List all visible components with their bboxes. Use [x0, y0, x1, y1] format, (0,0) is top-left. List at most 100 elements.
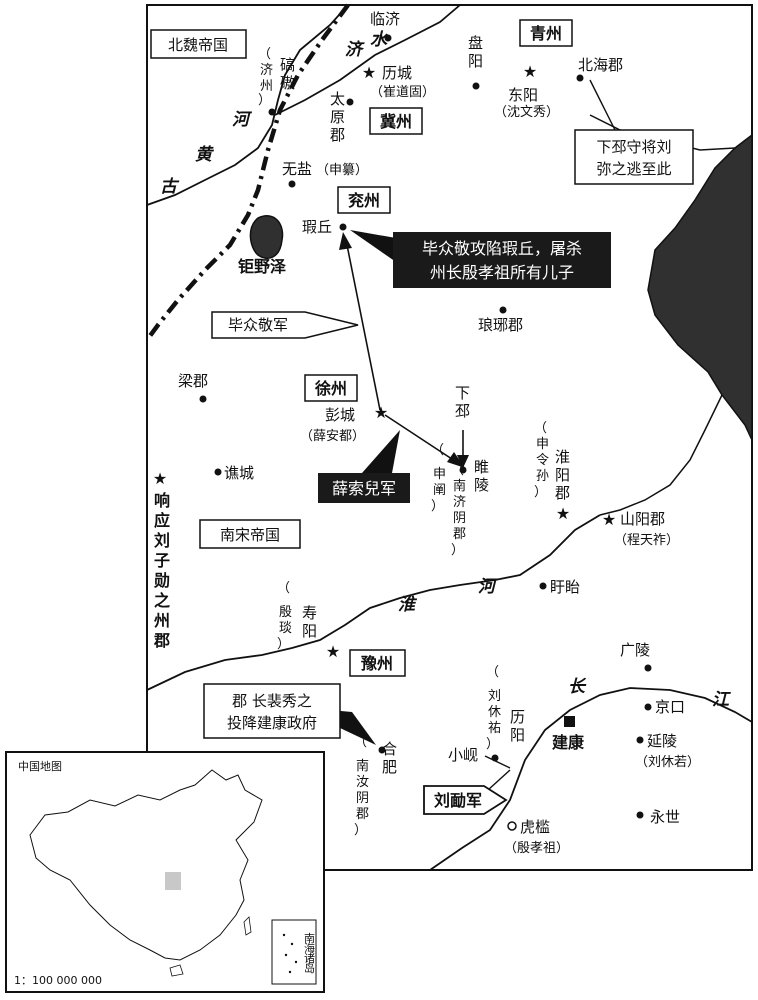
region-jizhou: 冀州: [369, 107, 423, 135]
callout-liu-mian-army: 刘勔军: [423, 785, 508, 815]
svg-text:琰: 琰: [279, 621, 292, 636]
svg-text:阳: 阳: [555, 466, 570, 484]
place-pengcheng: 彭城: [325, 406, 355, 424]
svg-text:岛: 岛: [304, 961, 315, 975]
svg-text:下: 下: [455, 384, 470, 402]
place-liyang-note: （ 刘 休 祐 ）: [486, 665, 501, 752]
svg-text:）: ）: [486, 737, 499, 752]
region-north-wei: 北魏帝国: [150, 29, 247, 59]
svg-text:★: ★: [153, 469, 167, 488]
place-shenchan-note: （ 申 阐 ）: [431, 443, 446, 514]
place-yongshi: 永世: [650, 808, 680, 826]
place-xiaoxian: 小岘: [448, 746, 478, 764]
ji-river: [274, 4, 461, 116]
svg-text:祐: 祐: [488, 721, 501, 736]
south-sea-label: 南 海 诸 岛: [304, 932, 315, 975]
svg-text:冀州: 冀州: [380, 112, 412, 131]
ji-river-label-1: 济: [345, 40, 365, 60]
inset-scale: 1：100 000 000: [14, 974, 102, 987]
place-jiankang: 建康: [552, 733, 585, 752]
svg-text:磝: 磝: [280, 74, 295, 92]
yellow-river-label-3: 古: [160, 177, 180, 197]
svg-text:之: 之: [154, 591, 170, 610]
svg-text:（: （: [451, 463, 464, 478]
svg-text:下邳守将刘: 下邳守将刘: [596, 138, 671, 156]
svg-text:豫州: 豫州: [361, 654, 393, 673]
svg-text:（: （: [534, 421, 547, 436]
place-shanyang: 山阳郡: [620, 510, 665, 528]
place-suiling-note: （ 南 济 阴 郡 ）: [451, 463, 466, 558]
yellow-river-label-1: 河: [232, 110, 253, 130]
svg-text:令: 令: [536, 453, 549, 468]
place-langya: 琅琊郡: [478, 316, 523, 334]
coastline-south: [599, 394, 723, 516]
place-dongyang: 东阳: [508, 86, 538, 104]
place-huaiyang-note: （ 申 令 孙 ）: [534, 421, 549, 500]
place-huaiyang: 淮 阳 郡: [555, 448, 570, 502]
svg-text:）: ）: [451, 543, 464, 558]
inset-study-area-marker: [165, 872, 181, 890]
hukan-marker: [507, 821, 517, 831]
svg-text:肥: 肥: [382, 758, 397, 776]
juye-lake: [249, 215, 284, 259]
svg-text:历: 历: [510, 708, 525, 726]
svg-text:阳: 阳: [510, 726, 525, 744]
svg-text:）: ）: [534, 485, 547, 500]
place-hefei-note: （ 南 汝 阴 郡 ）: [354, 735, 369, 838]
svg-text:诸: 诸: [304, 952, 315, 965]
svg-text:申: 申: [536, 437, 549, 452]
place-xuyi: 盱眙: [550, 578, 580, 596]
svg-text:南宋帝国: 南宋帝国: [220, 526, 280, 544]
svg-text:州长殷孝祖所有儿子: 州长殷孝祖所有儿子: [430, 263, 574, 282]
svg-text:殷: 殷: [279, 605, 292, 620]
region-south-song: 南宋帝国: [199, 519, 301, 549]
place-hukan: 虎槛: [520, 818, 550, 836]
svg-text:（: （: [431, 443, 444, 458]
place-linji: 临济: [370, 10, 400, 28]
place-licheng: 历城: [382, 64, 412, 82]
svg-text:投降建康政府: 投降建康政府: [227, 714, 317, 732]
svg-text:济: 济: [453, 495, 466, 510]
place-xiaqiu: 瑕丘: [302, 218, 332, 236]
svg-text:弥之逃至此: 弥之逃至此: [596, 160, 671, 178]
yangtze-river: [429, 687, 753, 871]
svg-text:★: ★: [523, 62, 537, 81]
svg-text:寿: 寿: [302, 604, 317, 622]
hainan-island: [169, 964, 184, 977]
place-qiaocheng: 谯城: [224, 464, 254, 482]
svg-text:子: 子: [154, 551, 170, 570]
place-yanling: 延陵: [647, 732, 677, 750]
route-liu-mian: [484, 755, 511, 769]
place-suiling: 睢 陵: [474, 458, 489, 494]
huai-river-label-2: 河: [478, 577, 499, 597]
svg-text:淮: 淮: [555, 448, 570, 466]
place-hefei: 合 肥: [382, 740, 397, 776]
svg-text:州: 州: [260, 79, 273, 94]
svg-text:★: ★: [556, 504, 570, 523]
svg-text:阳: 阳: [468, 52, 483, 70]
svg-text:阴: 阴: [356, 791, 369, 806]
svg-text:刘: 刘: [488, 689, 501, 704]
dots: [199, 34, 652, 819]
place-wuyan-note: （申纂）: [316, 162, 368, 178]
place-panyang: 盘 阳: [468, 34, 483, 70]
inset-china-map: 中国地图 南 海 诸 岛 1：100 000 000: [5, 751, 325, 993]
place-xiapi: 下 邳: [455, 384, 470, 420]
svg-text:邳: 邳: [455, 402, 470, 420]
svg-text:南: 南: [453, 478, 466, 494]
place-guangling: 广陵: [620, 641, 650, 659]
svg-text:应: 应: [154, 511, 170, 530]
yangtze-river-label-2: 江: [712, 690, 731, 710]
svg-text:济: 济: [260, 63, 273, 78]
place-pengcheng-note: （薛安都）: [300, 429, 365, 444]
svg-text:★: ★: [602, 510, 616, 529]
place-shanyang-note: （程天祚）: [614, 532, 679, 548]
inset-title: 中国地图: [18, 760, 62, 773]
svg-text:（: （: [486, 665, 499, 680]
svg-text:阴: 阴: [453, 511, 466, 526]
svg-text:勋: 勋: [153, 571, 170, 590]
south-sea-inset-box: [271, 919, 317, 985]
respond-liu-zixun-label: 响 应 刘 子 勋 之 州 郡: [153, 491, 170, 650]
svg-text:青州: 青州: [530, 24, 562, 43]
callout-liu-mi: 下邳守将刘 弥之逃至此: [574, 129, 694, 185]
